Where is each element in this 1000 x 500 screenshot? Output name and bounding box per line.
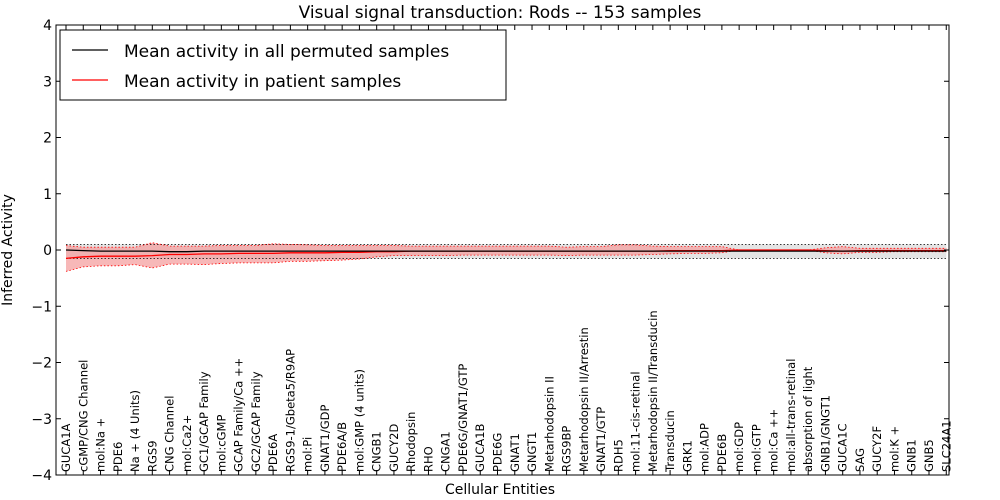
x-tick-label: cGMP/CNG Channel [76,360,90,472]
confidence-bands [66,242,947,272]
x-tick-label: GNAT1/GTP [594,407,608,472]
y-tick-label: −4 [31,468,52,484]
x-tick-label: GNB1 [905,439,919,472]
x-tick-label: GC2/GCAP Family [249,371,263,472]
x-tick-label: mol:Ca ++ [767,409,781,472]
x-tick-label: RGS9BP [560,426,574,472]
x-tick-label: GUCA1A [59,423,73,472]
x-tick-label: mol:all-trans-retinal [784,359,798,472]
x-tick-label: CNGA1 [439,431,453,472]
y-tick-label: 3 [43,74,52,90]
x-tick-label: Metarhodopsin II [542,376,556,472]
x-tick-label: GNB1/GNGT1 [818,395,832,472]
x-tick-label: mol:Pi [301,437,315,472]
y-tick-label: −1 [31,299,52,315]
x-tick-label: CNGB1 [370,431,384,472]
y-tick-label: 2 [43,131,52,147]
x-tick-label: GNGT1 [525,432,539,472]
x-tick-label: GUCY2F [870,426,884,472]
x-tick-label: SAG [853,448,867,472]
x-axis-label: Cellular Entities [445,482,555,498]
x-tick-label: Transducin [663,410,677,473]
x-tick-label: mol:K + [888,426,902,472]
legend-label-patient: Mean activity in patient samples [124,72,401,92]
x-tick-label: PDE6G [491,433,505,472]
x-tick-label: PDE6 [111,442,125,472]
x-tick-label: GC1/GCAP Family [197,371,211,472]
x-tick-label: PDE6G/GNAT1/GTP [456,364,470,472]
y-tick-label: 0 [43,243,52,259]
legend-box [59,29,507,101]
x-tick-label: mol:GDP [732,422,746,472]
x-tick-label: PDE6B [715,434,729,472]
y-tick-label: −2 [31,356,52,372]
y-tick-label: −3 [31,412,52,428]
y-axis-ticks: −4 −3 −2 −1 0 1 2 3 4 [31,18,949,484]
series-line-permuted [65,249,947,253]
x-tick-label: Na + (4 Units) [128,390,142,472]
x-tick-label: mol:ADP [698,423,712,472]
legend-label-permuted: Mean activity in all permuted samples [124,42,449,62]
x-tick-label: GUCY2D [387,424,401,472]
x-tick-label: RGS9-1/Gbeta5/R9AP [283,349,297,472]
x-tick-label: RHO [422,446,436,472]
y-tick-label: 1 [43,187,52,203]
x-tick-label: RGS9 [145,440,159,472]
chart-title: Visual signal transduction: Rods -- 153 … [299,3,702,23]
x-tick-label: absorption of light [801,366,815,472]
y-tick-label: 4 [43,18,52,34]
x-tick-label: PDE6A/B [335,422,349,472]
x-tick-label: Metarhodopsin II/Transducin [646,310,660,472]
x-tick-label: mol:11-cis-retinal [629,371,643,472]
series-lines [65,242,947,272]
x-tick-label: GCAP Family/Ca ++ [232,358,246,472]
legend: Mean activity in all permuted samples Me… [59,29,507,101]
x-tick-label: mol:GMP (4 units) [352,369,366,472]
x-tick-label: mol:Na + [94,418,108,472]
x-tick-label: mol:Ca2+ [180,415,194,472]
x-tick-label: mol:GTP [749,424,763,472]
x-tick-label: GNAT1/GDP [318,405,332,472]
x-tick-label: RDH5 [611,439,625,472]
x-tick-label: Metarhodopsin II/Arrestin [577,327,591,472]
x-tick-label: mol:cGMP [214,415,228,472]
x-tick-label: GNB5 [922,439,936,472]
x-tick-label: GRK1 [680,440,694,472]
x-tick-label: GNAT1 [508,433,522,472]
x-tick-label: PDE6A [266,434,280,472]
x-tick-label: GUCA1B [473,423,487,472]
y-axis-label: Inferred Activity [0,194,16,306]
x-tick-label: GUCA1C [836,423,850,472]
x-tick-label: SLC24A1 [939,420,953,472]
x-tick-label: CNG Channel [163,396,177,472]
x-tick-label: Rhodopsin [404,412,418,472]
